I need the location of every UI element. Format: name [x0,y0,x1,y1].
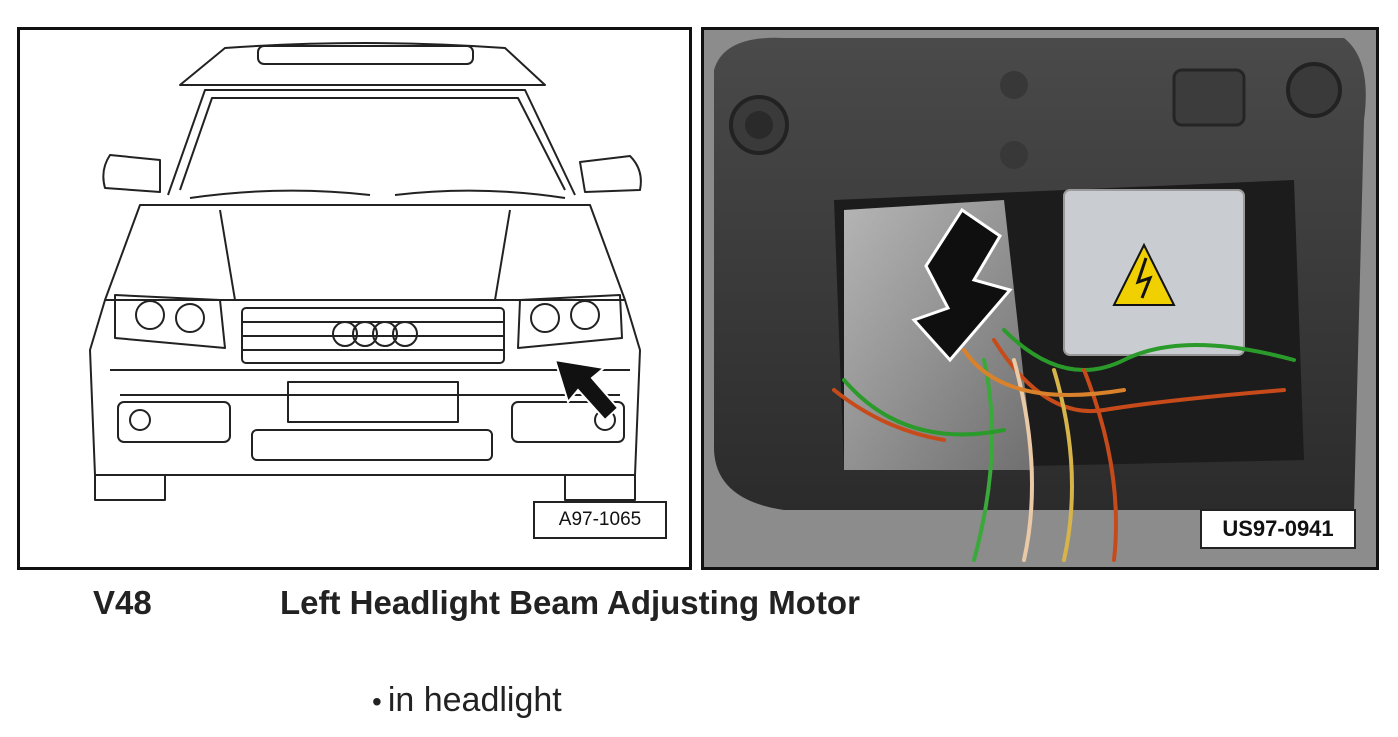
car-front-illustration: A97-1065 [17,27,692,570]
location-text: in headlight [387,681,562,719]
figure-reference-right: US97-0941 [1200,509,1356,549]
car-front-drawing [89,42,642,501]
pointer-arrow-icon [553,358,620,422]
headlight-photo-drawing [704,30,1376,567]
bullet-icon: • [372,686,382,717]
component-title: Left Headlight Beam Adjusting Motor [280,584,860,621]
pointer-arrow-photo-icon [911,207,1013,363]
component-location: •in headlight [372,681,562,720]
figure-reference-left: A97-1065 [533,501,667,539]
headlight-photo: US97-0941 [701,27,1379,570]
component-code: V48 [93,584,152,621]
